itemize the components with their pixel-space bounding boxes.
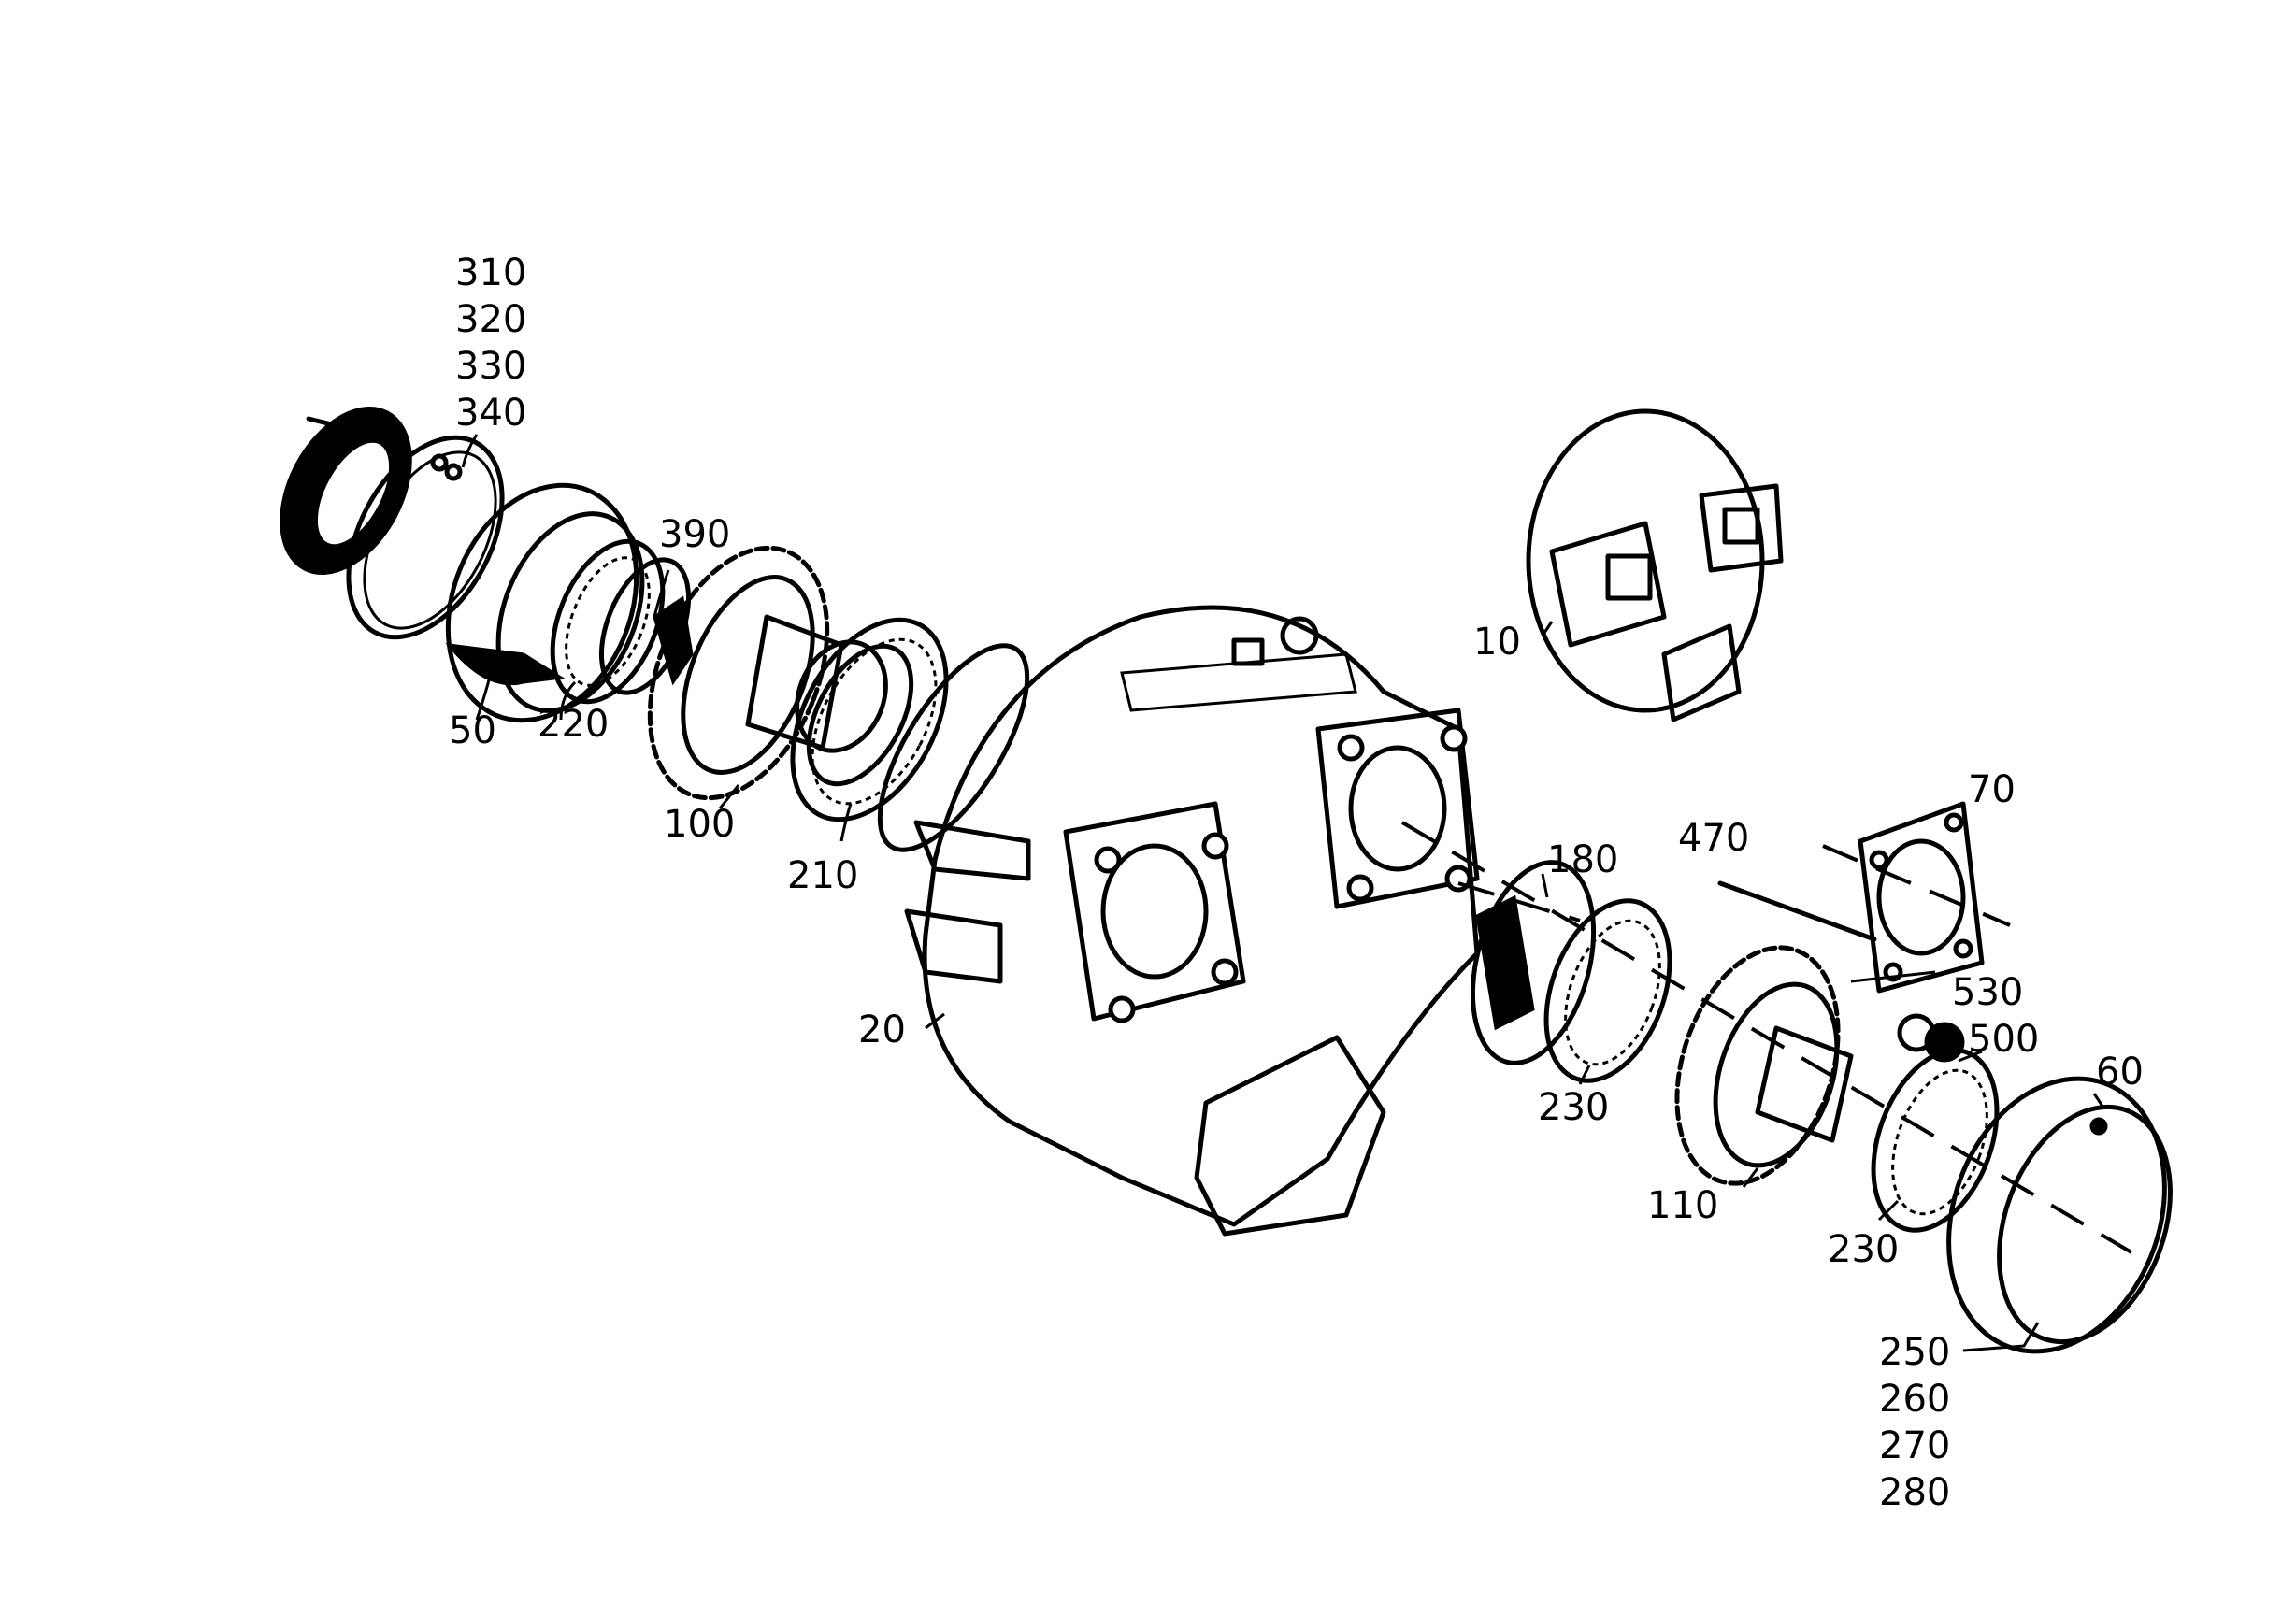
part-o-ring: [877, 643, 1030, 852]
part-470-stud: [1717, 880, 1877, 942]
leader-lines: [461, 434, 2105, 1352]
label-part-70: 70: [1968, 768, 2016, 811]
part-500-nut: [1897, 1013, 1965, 1063]
part-210-bearing: [790, 617, 949, 822]
part-20-main-housing: [904, 605, 1480, 1237]
label-part-110: 110: [1647, 1184, 1719, 1227]
label-part-60: 60: [2096, 1051, 2144, 1094]
assembly-axis-lines: [1400, 821, 2133, 1254]
part-10-housing: [1526, 408, 1784, 722]
label-part-320: 320: [455, 298, 527, 341]
part-50-bearing-cup: [445, 482, 645, 723]
label-part-310: 310: [455, 251, 527, 294]
label-part-500: 500: [1968, 1018, 2040, 1061]
label-part-230-b: 230: [1828, 1228, 1900, 1271]
label-part-280: 280: [1879, 1471, 1951, 1514]
label-part-180: 180: [1547, 838, 1619, 881]
part-230-bearing-a: [1543, 898, 1672, 1083]
label-part-530: 530: [1952, 971, 2024, 1014]
label-part-50: 50: [449, 709, 496, 752]
label-part-340: 340: [455, 392, 527, 435]
label-part-220: 220: [538, 703, 610, 746]
label-part-230-a: 230: [1538, 1086, 1610, 1129]
label-part-210: 210: [787, 854, 859, 897]
part-shaft: [745, 614, 888, 753]
label-part-470: 470: [1678, 817, 1750, 860]
part-60-cover: [1946, 1076, 2173, 1354]
part-snap-ring: [346, 435, 505, 640]
part-70-flange: [1858, 801, 1985, 994]
label-part-100: 100: [664, 803, 736, 846]
label-part-10: 10: [1473, 621, 1521, 664]
part-seal-ring: [280, 407, 412, 575]
label-part-260: 260: [1879, 1378, 1951, 1421]
label-part-330: 330: [455, 345, 527, 388]
label-part-20: 20: [858, 1008, 906, 1051]
part-220-roller-bearing: [550, 538, 692, 705]
part-230-bearing-b: [1871, 1048, 2000, 1233]
label-part-270: 270: [1879, 1424, 1951, 1467]
part-180-shim: [1470, 860, 1597, 1065]
label-part-250: 250: [1879, 1331, 1951, 1374]
part-110-gear: [1674, 945, 1854, 1186]
label-part-390: 390: [659, 513, 731, 556]
